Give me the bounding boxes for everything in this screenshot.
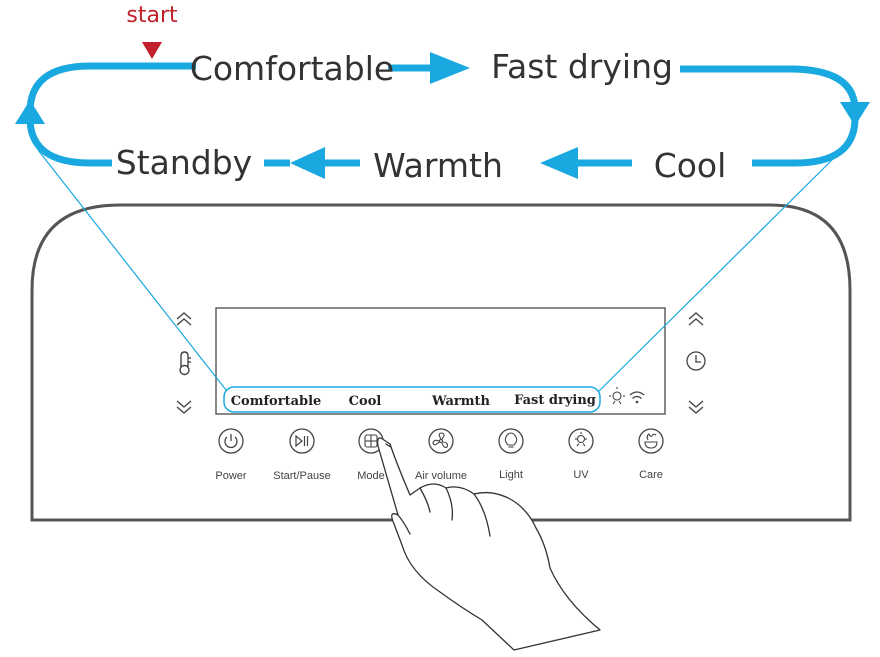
bulb-icon	[504, 432, 518, 448]
start-pause-label: Start/Pause	[273, 470, 330, 482]
care-icon	[644, 433, 658, 449]
start-pause-button[interactable]	[289, 428, 315, 454]
care-label: Care	[639, 469, 663, 481]
timer-up-button[interactable]	[688, 312, 704, 326]
device-body	[30, 203, 852, 522]
arrow-left-icon	[540, 147, 578, 179]
power-label: Power	[215, 470, 247, 482]
temp-down-button[interactable]	[176, 400, 192, 414]
play-pause-icon	[295, 434, 309, 448]
loop-top-left-segment	[26, 62, 196, 113]
air-volume-button[interactable]	[428, 428, 454, 454]
mode-label-fast-drying: Fast drying	[491, 47, 673, 86]
temp-up-button[interactable]	[176, 312, 192, 326]
callout-lines	[37, 149, 843, 393]
mode-label-standby: Standby	[116, 143, 252, 182]
chevron-up-icon	[176, 312, 192, 320]
loop-bottom-left-segment	[26, 117, 112, 167]
light-label: Light	[499, 469, 523, 481]
mode-icon	[364, 434, 378, 448]
strip-mode-warmth: Warmth	[431, 394, 491, 409]
mode-label-cool: Cool	[654, 146, 727, 185]
power-icon	[224, 434, 238, 449]
mode-strip-highlight	[223, 386, 601, 413]
care-button[interactable]	[638, 428, 664, 454]
arrow-up-icon	[15, 100, 45, 124]
fan-icon	[432, 432, 449, 449]
mode-label-warmth: Warmth	[373, 146, 503, 185]
uv-status-icon	[609, 387, 625, 405]
air-volume-label: Air volume	[415, 470, 467, 482]
display-window	[215, 307, 666, 415]
light-button[interactable]	[498, 428, 524, 454]
start-marker-icon	[142, 42, 162, 59]
loop-top-right-segment	[680, 65, 859, 111]
arrow-left-icon	[290, 147, 325, 179]
power-button[interactable]	[218, 428, 244, 454]
chevron-down-icon	[688, 400, 704, 408]
arrow-down-icon	[840, 102, 870, 126]
wifi-icon	[629, 391, 645, 404]
thermometer-icon	[179, 351, 191, 376]
mode-label-comfortable: Comfortable	[190, 49, 394, 88]
uv-button[interactable]	[568, 428, 594, 454]
strip-mode-cool: Cool	[349, 394, 382, 409]
mode-label: Mode	[357, 470, 385, 482]
chevron-up-icon	[688, 312, 704, 320]
cycle-arrowheads	[15, 52, 870, 179]
strip-mode-fast-drying: Fast drying	[514, 393, 596, 408]
uv-icon	[575, 432, 587, 447]
timer-down-button[interactable]	[688, 400, 704, 414]
strip-mode-comfortable: Comfortable	[231, 394, 322, 409]
clock-icon	[686, 351, 706, 371]
arrow-right-icon	[430, 52, 470, 84]
uv-label: UV	[573, 469, 589, 481]
loop-bottom-right-segment	[752, 117, 859, 167]
chevron-down-icon	[176, 400, 192, 408]
hand-illustration	[376, 437, 601, 651]
start-label: start	[126, 3, 178, 28]
